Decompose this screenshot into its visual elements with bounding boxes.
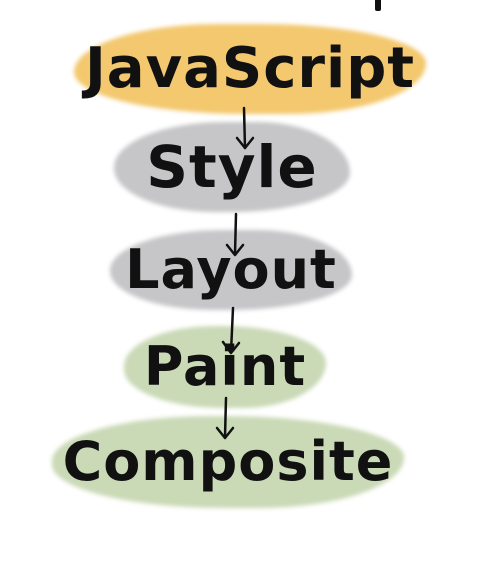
stage-layout: Layout <box>110 230 352 310</box>
stage-paint-label: Paint <box>143 335 307 398</box>
stage-style-highlight <box>114 122 350 212</box>
stage-composite: Composite <box>52 416 404 508</box>
stage-style-label: Style <box>146 133 318 201</box>
stage-paint: Paint <box>124 326 326 408</box>
stage-javascript: JavaScript <box>74 24 426 114</box>
stage-layout-highlight <box>110 230 352 310</box>
stage-composite-label: Composite <box>62 430 394 493</box>
stage-javascript-highlight <box>74 24 426 114</box>
stage-javascript-label: JavaScript <box>84 36 416 101</box>
stage-paint-highlight <box>124 326 326 408</box>
top-edge-mark <box>375 0 381 11</box>
stage-layout-label: Layout <box>125 238 337 301</box>
stage-style: Style <box>114 122 350 212</box>
